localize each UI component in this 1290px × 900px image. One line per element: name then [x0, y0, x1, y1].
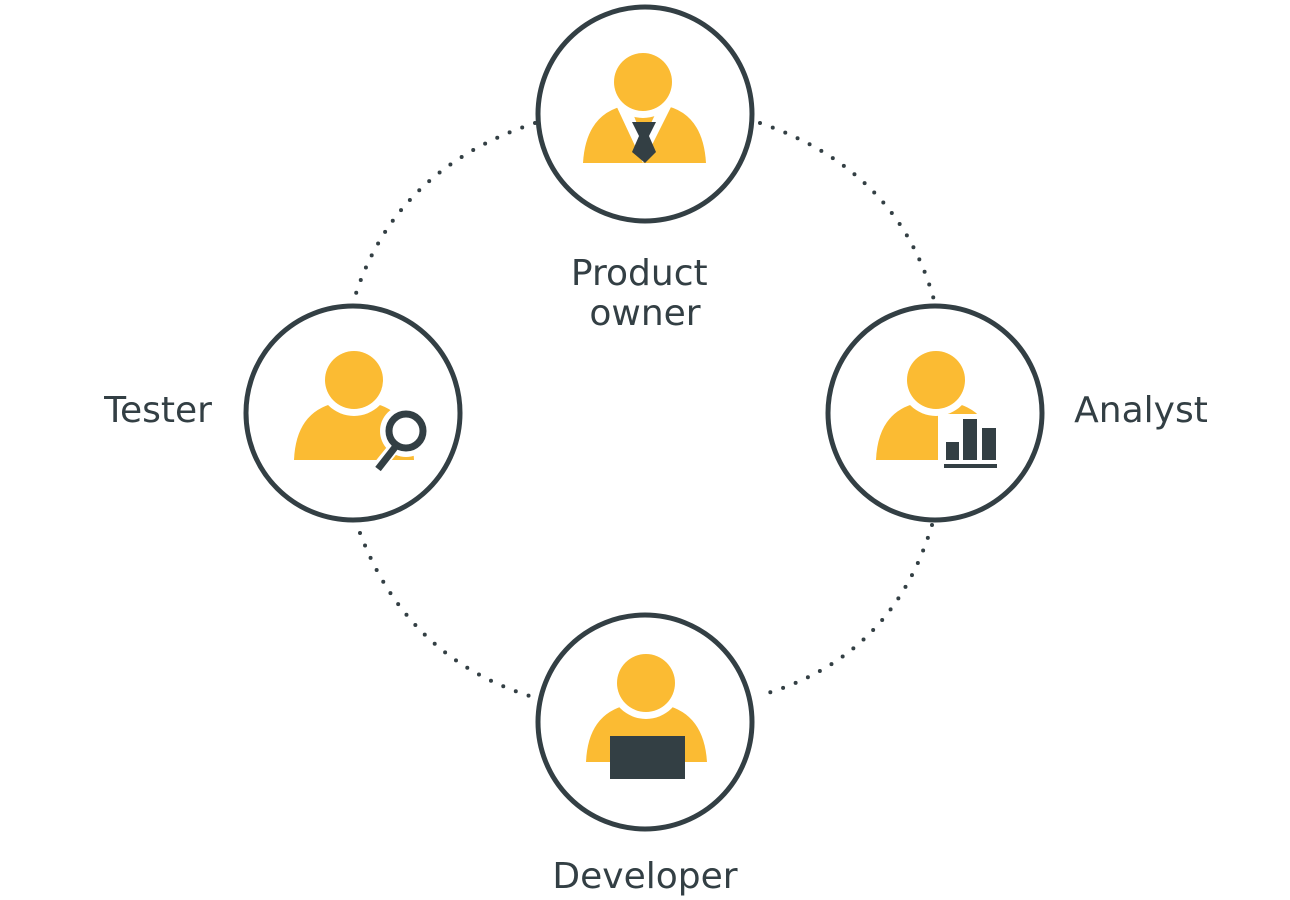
analyst-label: Analyst	[1074, 390, 1208, 431]
connectors	[351, 121, 936, 700]
connector-product-owner-analyst	[758, 121, 936, 302]
product-owner-label: Product owner	[571, 253, 719, 334]
person-with-laptop-icon	[586, 647, 707, 779]
node-developer: Developer	[535, 612, 755, 897]
node-product-owner: Product owner	[535, 4, 755, 334]
connector-product-owner-tester	[351, 121, 537, 305]
tester-label: Tester	[103, 390, 212, 431]
node-analyst: Analyst	[825, 303, 1208, 523]
connector-tester-developer	[358, 531, 538, 700]
node-tester: Tester	[103, 303, 463, 523]
person-with-bar-chart-icon	[876, 344, 1002, 474]
connector-analyst-developer	[759, 523, 934, 697]
person-with-tie-icon	[583, 46, 706, 163]
developer-label: Developer	[552, 856, 737, 897]
person-with-magnifier-icon	[294, 344, 432, 476]
